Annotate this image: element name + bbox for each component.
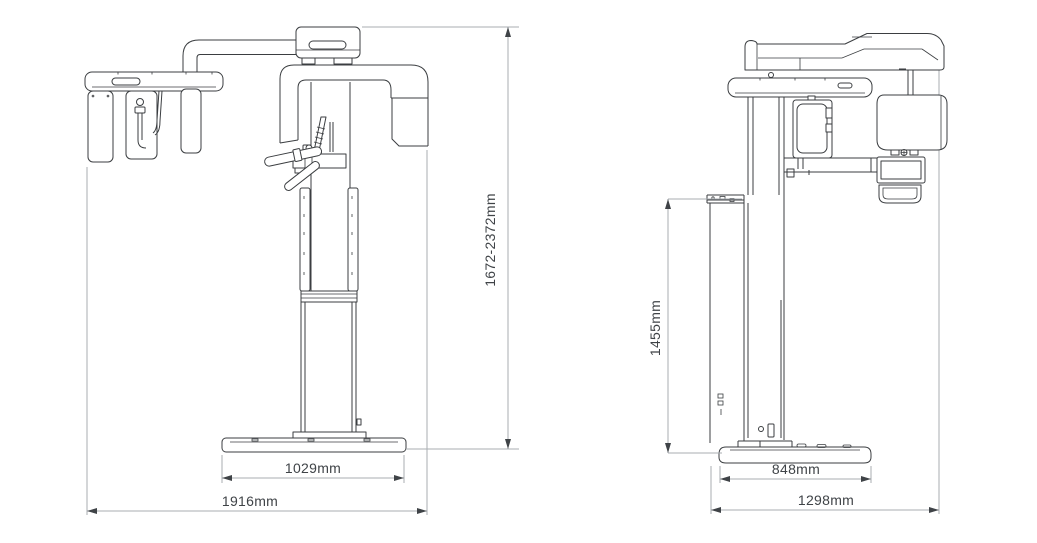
side-upper-column: [747, 97, 785, 195]
platform-slot: [111, 77, 141, 86]
side-column: [706, 194, 793, 447]
display-support: [878, 184, 922, 204]
front-right-sensor-panel: [180, 88, 202, 154]
patient-handle-upper: [264, 146, 323, 167]
side-base-depth-label: 848mm: [772, 461, 820, 477]
side-rotating-arm: [727, 72, 873, 98]
side-view: 1455mm 848mm 1298mm: [647, 33, 948, 514]
side-sensor-head: [876, 94, 948, 151]
front-height-dimension: 1672-2372mm: [362, 26, 519, 450]
side-total-depth-label: 1298mm: [798, 492, 854, 508]
side-lift-height-dimension: 1455mm: [647, 198, 742, 454]
side-generator-box: [786, 95, 833, 178]
front-view: 1672-2372mm 1029mm 1916mm: [84, 26, 519, 515]
front-height-label: 1672-2372mm: [482, 193, 498, 287]
front-left-sensor-panel: [87, 90, 114, 163]
front-total-width-dimension: 1916mm: [86, 150, 428, 515]
side-base-depth-dimension: 848mm: [719, 461, 872, 483]
front-chinrest-assembly: [264, 116, 347, 191]
front-rotating-arm: [84, 71, 224, 163]
control-display: [876, 156, 926, 184]
side-total-depth-dimension: 1298mm: [710, 466, 939, 514]
front-base-width-dimension: 1029mm: [221, 455, 405, 483]
side-sensor-assembly: [784, 68, 948, 204]
front-lift-rails: [299, 187, 359, 303]
side-base: [718, 443, 872, 464]
front-gantry: [279, 64, 429, 147]
side-overhead-arm: [744, 33, 945, 71]
side-lift-height-label: 1455mm: [647, 300, 663, 356]
front-base-width-label: 1029mm: [285, 460, 341, 476]
front-overhead-arm: [182, 39, 297, 73]
front-head-unit: [295, 26, 361, 65]
front-total-width-label: 1916mm: [222, 493, 278, 509]
front-base: [221, 431, 407, 453]
front-temple-rod: [152, 90, 163, 136]
patient-handle-lower: [284, 161, 320, 191]
